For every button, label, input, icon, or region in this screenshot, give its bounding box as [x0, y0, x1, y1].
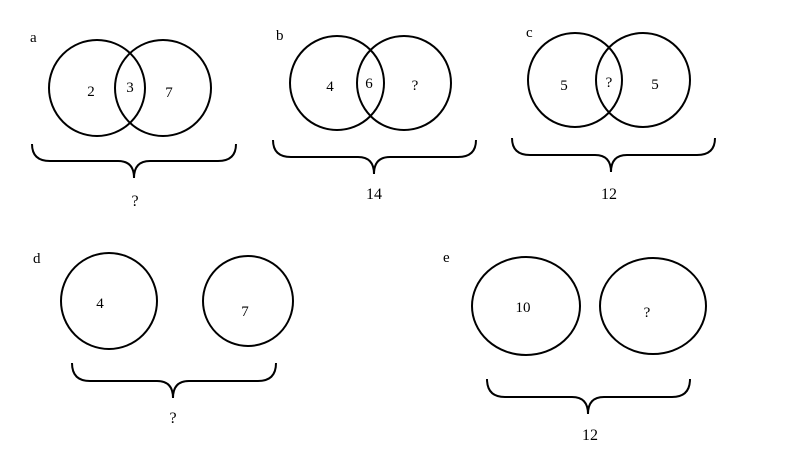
panel-e-brace [486, 378, 691, 415]
panel-c-right-circle [595, 32, 691, 128]
panel-c [511, 32, 716, 173]
panel-b [272, 35, 477, 175]
panel-c-right-value: 5 [651, 77, 659, 93]
panel-d-left-circle [60, 252, 158, 350]
panel-d-label: d [33, 251, 41, 267]
panel-b-brace [272, 139, 477, 175]
panel-d-right-circle [202, 255, 294, 347]
panel-e-label: e [443, 250, 450, 266]
panel-d [60, 252, 294, 399]
panel-b-left-circle [289, 35, 385, 131]
panel-b-right-value: ? [412, 78, 419, 94]
panel-e [471, 256, 707, 415]
panel-c-left-circle [527, 32, 623, 128]
panel-a-left-value: 2 [87, 84, 95, 100]
panel-e-right-circle [599, 257, 707, 355]
panel-d-brace [71, 362, 277, 399]
panel-c-brace [511, 137, 716, 173]
panel-a [31, 39, 237, 179]
panel-e-right-value: ? [644, 305, 651, 321]
panel-e-left-value: 10 [516, 300, 531, 316]
panel-a-brace [31, 143, 237, 179]
panel-e-total: 12 [582, 427, 598, 444]
panel-c-label: c [526, 25, 533, 41]
panel-b-label: b [276, 28, 284, 44]
panel-c-left-value: 5 [560, 78, 568, 94]
panel-b-left-value: 4 [326, 79, 334, 95]
panel-a-label: a [30, 30, 37, 46]
panel-b-right-circle [356, 35, 452, 131]
panel-d-right-value: 7 [241, 304, 249, 320]
panel-a-middle-value: 3 [126, 80, 134, 96]
panel-c-total: 12 [601, 186, 617, 203]
panel-d-total: ? [169, 410, 176, 427]
panel-c-middle-value: ? [606, 75, 613, 91]
panel-a-right-value: 7 [165, 85, 173, 101]
panel-e-left-circle [471, 256, 581, 356]
panel-a-total: ? [131, 193, 138, 210]
panel-b-middle-value: 6 [365, 76, 373, 92]
panel-a-left-circle [48, 39, 146, 137]
panel-b-total: 14 [366, 186, 382, 203]
panel-a-right-circle [114, 39, 212, 137]
panel-d-left-value: 4 [96, 296, 104, 312]
